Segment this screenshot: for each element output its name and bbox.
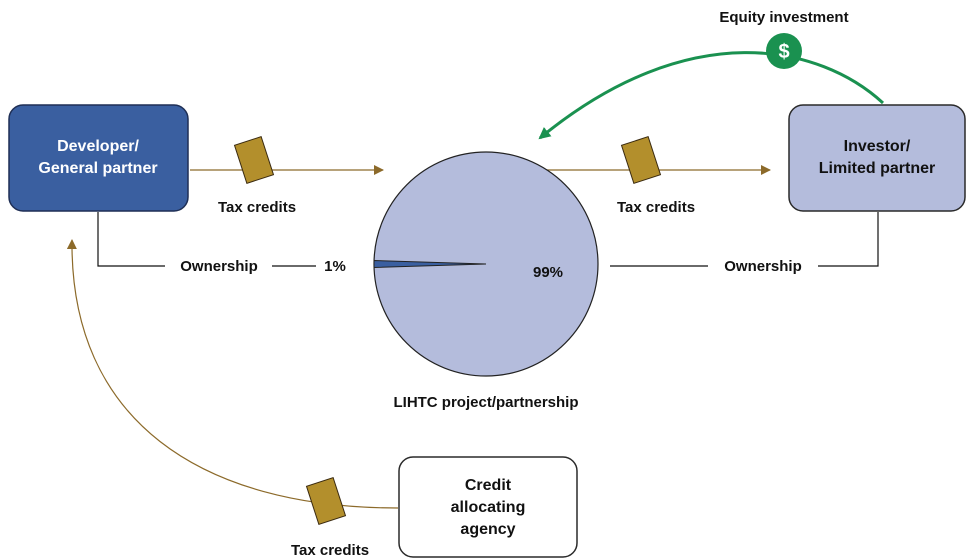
tax-credit-arrow-agency-to-developer [66, 239, 399, 509]
investor-label-line1: Investor/ [844, 138, 911, 155]
developer-label-line1: Developer/ [57, 138, 139, 155]
developer-box [8, 104, 189, 212]
ownership-line-right [818, 212, 879, 267]
agency-label-line2: allocating [451, 499, 526, 516]
tax-credits-label-right: Tax credits [617, 199, 695, 216]
equity-investment-label: Equity investment [719, 9, 848, 26]
ownership-label-left: Ownership [180, 258, 258, 275]
agency-box [398, 456, 578, 558]
tax-credit-certificate-icon [620, 136, 662, 184]
developer-label-line2: General partner [38, 160, 157, 177]
pie-slice-general-partner [373, 259, 487, 269]
tax-credit-certificate-icon [305, 477, 347, 525]
ownership-pie [373, 151, 599, 377]
tax-credits-label-bottom: Tax credits [291, 542, 369, 559]
ownership-label-right: Ownership [724, 258, 802, 275]
agency-label-line3: agency [460, 521, 515, 538]
agency-label-line1: Credit [465, 477, 512, 494]
ownership-line-left [97, 212, 165, 267]
pie-label-limited-partner-pct: 99% [533, 264, 563, 281]
pie-label-general-partner-pct: 1% [324, 258, 346, 275]
tax-credit-certificate-icon [233, 136, 275, 184]
dollar-symbol: $ [778, 41, 789, 63]
equity-investment-arrow [538, 51, 885, 140]
investor-label-line2: Limited partner [819, 160, 935, 177]
tax-credits-label-left: Tax credits [218, 199, 296, 216]
dollar-coin-icon: $ [766, 33, 802, 69]
investor-box [788, 104, 966, 212]
project-label: LIHTC project/partnership [393, 394, 578, 411]
